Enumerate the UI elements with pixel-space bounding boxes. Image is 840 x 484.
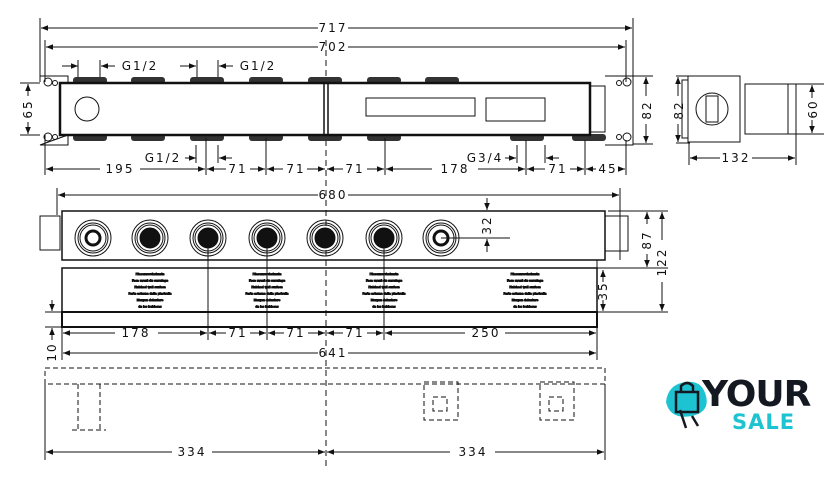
strip-label-line: Finished wall surface bbox=[134, 285, 165, 289]
strip-label-line: Margen delantero bbox=[137, 298, 164, 302]
outlet-ring bbox=[306, 219, 344, 257]
logo-word-sale: SALE bbox=[732, 410, 796, 434]
bottom-dims bbox=[44, 384, 606, 460]
strip-label-line: Face avant du carrelage bbox=[132, 279, 168, 283]
thread-label-top-a: G1/2 bbox=[122, 59, 159, 73]
dim-178: 178 bbox=[441, 162, 470, 176]
strip-label-line: Fliesenvorderkante bbox=[136, 272, 165, 276]
dim-680: 680 bbox=[319, 188, 348, 202]
dim-71-front: 71 bbox=[345, 326, 364, 340]
side-dim-82: 82 bbox=[672, 100, 686, 119]
strip-label-line: Finished wall surface bbox=[509, 285, 540, 289]
dim-71: 71 bbox=[548, 162, 567, 176]
dim-35: 35 bbox=[596, 281, 610, 300]
outlet-ring bbox=[77, 222, 109, 254]
top-view bbox=[20, 18, 653, 175]
dim-334-left: 334 bbox=[178, 445, 207, 459]
dim-641: 641 bbox=[319, 346, 348, 360]
dim-71-front: 71 bbox=[286, 326, 305, 340]
dim-87: 87 bbox=[640, 230, 654, 249]
thread-label-bottom: G1/2 bbox=[145, 151, 182, 165]
outlet-ring bbox=[311, 224, 339, 252]
thread-label-top-b: G1/2 bbox=[240, 59, 277, 73]
outlet-ring bbox=[79, 224, 107, 252]
side-view bbox=[675, 75, 824, 165]
outlet-hole bbox=[139, 227, 161, 249]
dim-82: 82 bbox=[640, 100, 654, 119]
bottom-view bbox=[44, 367, 606, 432]
outlet-ring bbox=[134, 222, 166, 254]
side-dim-132: 132 bbox=[722, 151, 751, 165]
outlet-hole bbox=[314, 227, 336, 249]
dim-71: 71 bbox=[228, 162, 247, 176]
outlet-ring bbox=[309, 222, 341, 254]
strip-label-line: de los baldosas bbox=[513, 305, 537, 309]
dim-250: 250 bbox=[472, 326, 501, 340]
dim-71: 71 bbox=[345, 162, 364, 176]
dim-178-front: 178 bbox=[122, 326, 151, 340]
shopping-bag-hand-icon bbox=[666, 381, 707, 429]
strip-label-line: Margen delantero bbox=[512, 298, 539, 302]
dim-122: 122 bbox=[655, 248, 669, 277]
dim-71-front: 71 bbox=[228, 326, 247, 340]
side-dim-60: 60 bbox=[806, 99, 820, 118]
outlet-hole bbox=[84, 229, 102, 247]
dim-65: 65 bbox=[21, 99, 35, 118]
strip-label-line: Fliesenvorderkante bbox=[511, 272, 540, 276]
dim-32: 32 bbox=[480, 215, 494, 234]
dim-195: 195 bbox=[106, 162, 135, 176]
thread-label-supply: G3/4 bbox=[467, 151, 504, 165]
your-sale-logo: YOUR SALE bbox=[662, 372, 832, 438]
dim-71: 71 bbox=[286, 162, 305, 176]
outlet-ring bbox=[136, 224, 164, 252]
outlet-ring bbox=[74, 219, 112, 257]
strip-label-line: Face avant du carrelage bbox=[507, 279, 543, 283]
strip-label-line: Parte esterna della piastrella bbox=[503, 292, 546, 296]
dim-45: 45 bbox=[598, 162, 617, 176]
dim-717: 717 bbox=[319, 21, 348, 35]
strip-label-line: Parte esterna della piastrella bbox=[128, 292, 171, 296]
dim-702: 702 bbox=[319, 40, 348, 54]
outlet-ring bbox=[131, 219, 169, 257]
logo-word-your: YOUR bbox=[702, 374, 811, 415]
dim-10: 10 bbox=[45, 342, 59, 361]
dim-334-right: 334 bbox=[459, 445, 488, 459]
strip-label-line: de los baldosas bbox=[138, 305, 162, 309]
